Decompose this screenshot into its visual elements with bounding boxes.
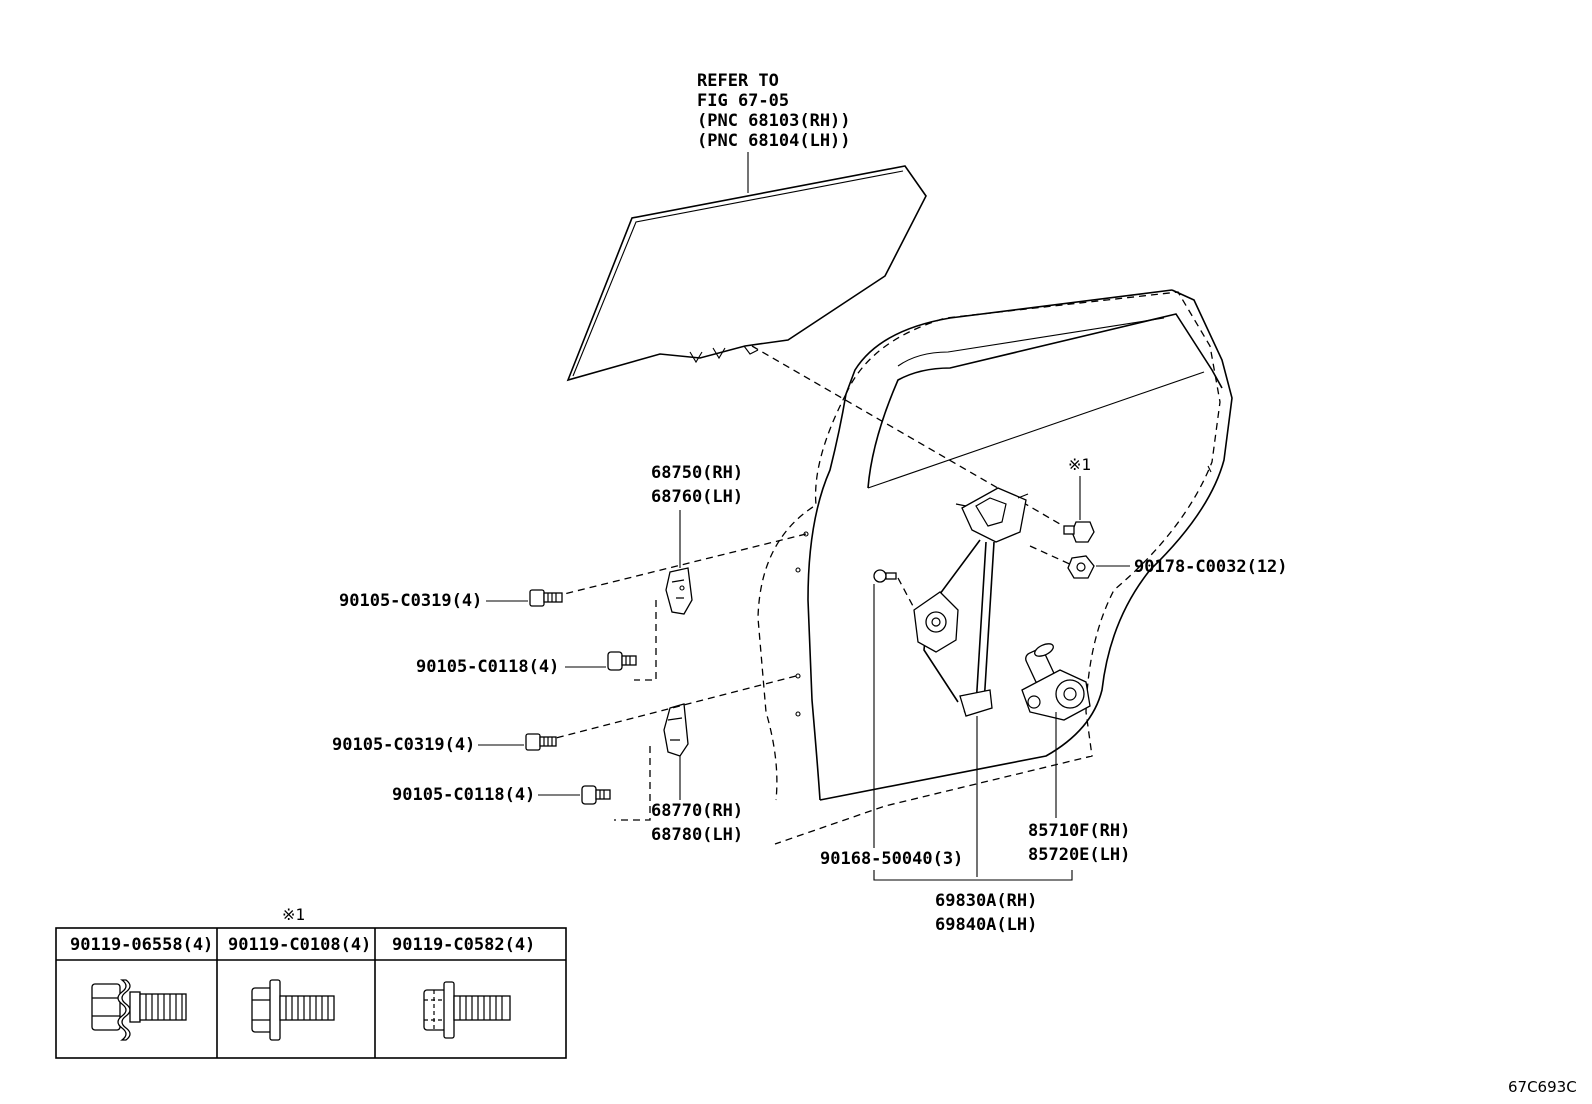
upper-hinge	[665, 567, 693, 615]
label-screw: 90168-50040(3)	[820, 849, 963, 869]
label-motor-lh: 85720E(LH)	[1028, 845, 1130, 865]
table-note-mark: ※1	[282, 905, 305, 924]
window-regulator	[913, 487, 1029, 717]
bolt-icon	[525, 733, 557, 751]
screw-leader	[897, 577, 915, 609]
table-header-col-2: 90119-C0108(4)	[228, 935, 371, 955]
label-upper-hinge-rh: 68750(RH)	[651, 463, 743, 483]
lower-bolt-leader	[547, 675, 797, 741]
glass-callout-line-3: (PNC 68103(RH))	[697, 111, 851, 131]
nut-leader	[1029, 545, 1075, 567]
label-lower-hinge-lh: 68780(LH)	[651, 825, 743, 845]
bolt-icon	[529, 589, 563, 607]
regulator-bracket	[873, 870, 1073, 881]
upper-bolt2-leader	[634, 600, 657, 681]
bolt-icon	[607, 651, 637, 671]
figure-id: 67C693C	[1508, 1078, 1577, 1096]
table-header-col-3: 90119-C0582(4)	[392, 935, 535, 955]
label-upper-hinge-lh: 68760(LH)	[651, 487, 743, 507]
nut-icon	[1067, 555, 1095, 579]
bolt-icon	[581, 785, 611, 805]
regulator-motor	[1021, 643, 1091, 721]
glass-callout-line-1: REFER TO	[697, 71, 779, 91]
rear-door-outline	[757, 289, 1233, 845]
glass-callout-line-2: FIG 67-05	[697, 91, 789, 111]
glass-callout: REFER TO FIG 67-05 (PNC 68103(RH)) (PNC …	[697, 71, 851, 193]
flange-bolt-long-icon	[423, 981, 511, 1039]
door-glass	[566, 165, 927, 382]
label-motor-rh: 85710F(RH)	[1028, 821, 1130, 841]
table-header-col-1: 90119-06558(4)	[70, 935, 213, 955]
upper-bolt-leader	[555, 533, 807, 597]
label-regulator-lh: 69840A(LH)	[935, 915, 1037, 935]
flange-bolt-icon	[251, 979, 335, 1041]
label-bolt-c0118-lower: 90105-C0118(4)	[392, 785, 535, 805]
label-bolt-c0319-lower: 90105-C0319(4)	[332, 735, 475, 755]
screw-icon	[873, 569, 897, 583]
glass-callout-line-4: (PNC 68104(LH))	[697, 131, 851, 151]
label-note-mark: ※1	[1068, 455, 1091, 474]
lower-hinge	[663, 703, 689, 757]
label-regulator-rh: 69830A(RH)	[935, 891, 1037, 911]
bolt-with-washer-icon	[91, 979, 187, 1041]
flange-bolt-icon	[1063, 521, 1095, 543]
label-nut: 90178-C0032(12)	[1134, 557, 1288, 577]
label-bolt-c0118-upper: 90105-C0118(4)	[416, 657, 559, 677]
label-lower-hinge-rh: 68770(RH)	[651, 801, 743, 821]
bolt-table: 90119-06558(4) 90119-C0108(4) 90119-C058…	[55, 905, 567, 1059]
label-bolt-c0319-upper: 90105-C0319(4)	[339, 591, 482, 611]
lower-bolt2-leader	[614, 746, 651, 821]
